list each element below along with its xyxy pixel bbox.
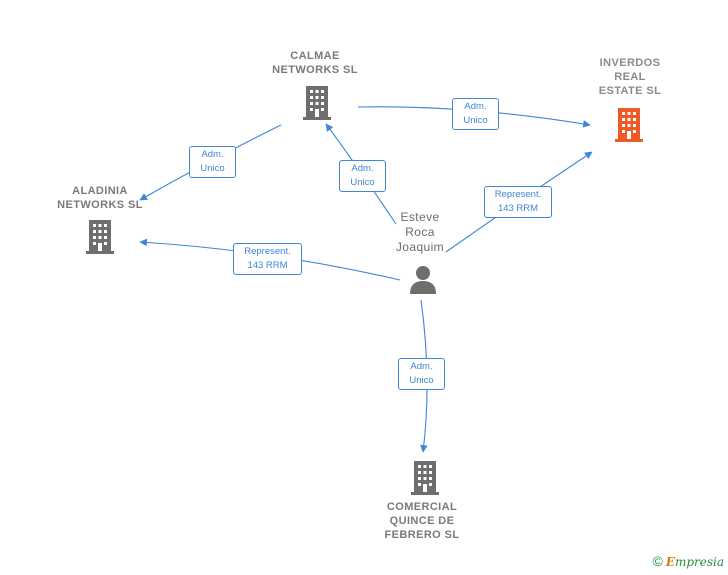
person-icon[interactable] bbox=[408, 264, 438, 294]
edge-label-calmae-inverdos: Adm. Unico bbox=[452, 98, 499, 130]
company-label-inverdos[interactable]: INVERDOS REAL ESTATE SL bbox=[598, 57, 662, 97]
building-icon[interactable] bbox=[85, 218, 115, 254]
person-label-esteve[interactable]: Esteve Roca Joaquim bbox=[395, 210, 445, 254]
edge-label-esteve-inverdos: Represent. 143 RRM bbox=[484, 186, 552, 218]
building-icon[interactable] bbox=[302, 84, 332, 120]
edge-label-calmae-aladinia: Adm. Unico bbox=[189, 146, 236, 178]
building-icon[interactable] bbox=[410, 459, 440, 495]
company-label-aladinia[interactable]: ALADINIA NETWORKS SL bbox=[57, 185, 143, 211]
copyright-symbol: © bbox=[652, 553, 663, 569]
brand-logo-e: E bbox=[665, 555, 675, 569]
edge-label-esteve-comercial: Adm. Unico bbox=[398, 358, 445, 390]
building-icon-focus[interactable] bbox=[614, 106, 644, 142]
company-label-comercial[interactable]: COMERCIAL QUINCE DE FEBRERO SL bbox=[384, 501, 460, 541]
edge-label-esteve-aladinia: Represent. 143 RRM bbox=[233, 243, 302, 275]
company-label-calmae[interactable]: CALMAE NETWORKS SL bbox=[272, 50, 358, 76]
brand-name: mpresia bbox=[674, 555, 724, 569]
brand-footer: ©Empresia bbox=[652, 553, 724, 569]
edge-label-esteve-calmae: Adm. Unico bbox=[339, 160, 386, 192]
